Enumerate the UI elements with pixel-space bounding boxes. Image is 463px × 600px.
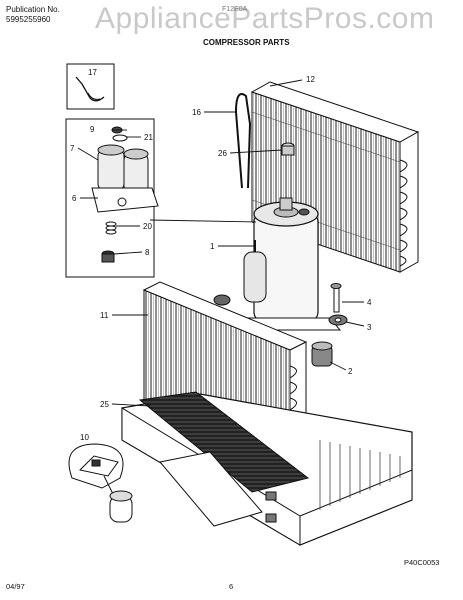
callout-4: 4 (367, 298, 372, 307)
callout-16: 16 (192, 108, 201, 117)
callout-1: 1 (210, 242, 215, 251)
model-number: F12E0A (222, 6, 248, 13)
footer-date: 04/97 (6, 582, 25, 591)
mount-grommet-left (213, 294, 231, 306)
callout-20: 20 (143, 222, 152, 231)
base-pan-part (121, 391, 413, 546)
section-title: COMPRESSOR PARTS (203, 38, 290, 47)
callout-25: 25 (100, 400, 109, 409)
callout-labels: 17 12 16 9 21 7 26 6 20 1 8 4 11 3 2 25 … (70, 68, 372, 442)
service-valve-cap-part (281, 142, 295, 156)
callout-leaders (77, 79, 365, 407)
capacitor-strap-part (68, 443, 133, 523)
discharge-tube-part (234, 93, 252, 189)
callout-10: 10 (80, 433, 89, 442)
callout-17: 17 (88, 68, 97, 77)
mounting-grommet-part (311, 341, 333, 367)
callout-11: 11 (100, 311, 109, 320)
publication-number: 5995255960 (6, 15, 51, 24)
callout-26: 26 (218, 149, 227, 158)
sensor-bulb-part (66, 63, 115, 110)
callout-6: 6 (72, 194, 77, 203)
electrical-components-box (65, 118, 159, 278)
callout-9: 9 (90, 125, 95, 134)
callout-3: 3 (367, 323, 372, 332)
callout-7: 7 (70, 144, 75, 153)
mounting-bolt-part (330, 283, 342, 313)
callout-2: 2 (348, 367, 353, 376)
watermark-text: AppliancePartsPros.com (95, 2, 435, 35)
compressor-part (236, 197, 342, 331)
publication-label: Publication No. (6, 5, 60, 14)
drawing-code: P40C0053 (404, 558, 440, 567)
callout-8: 8 (145, 248, 150, 257)
page-number: 6 (229, 582, 234, 591)
callout-21: 21 (144, 133, 153, 142)
mounting-washer-part (328, 314, 348, 326)
callout-12: 12 (306, 75, 315, 84)
